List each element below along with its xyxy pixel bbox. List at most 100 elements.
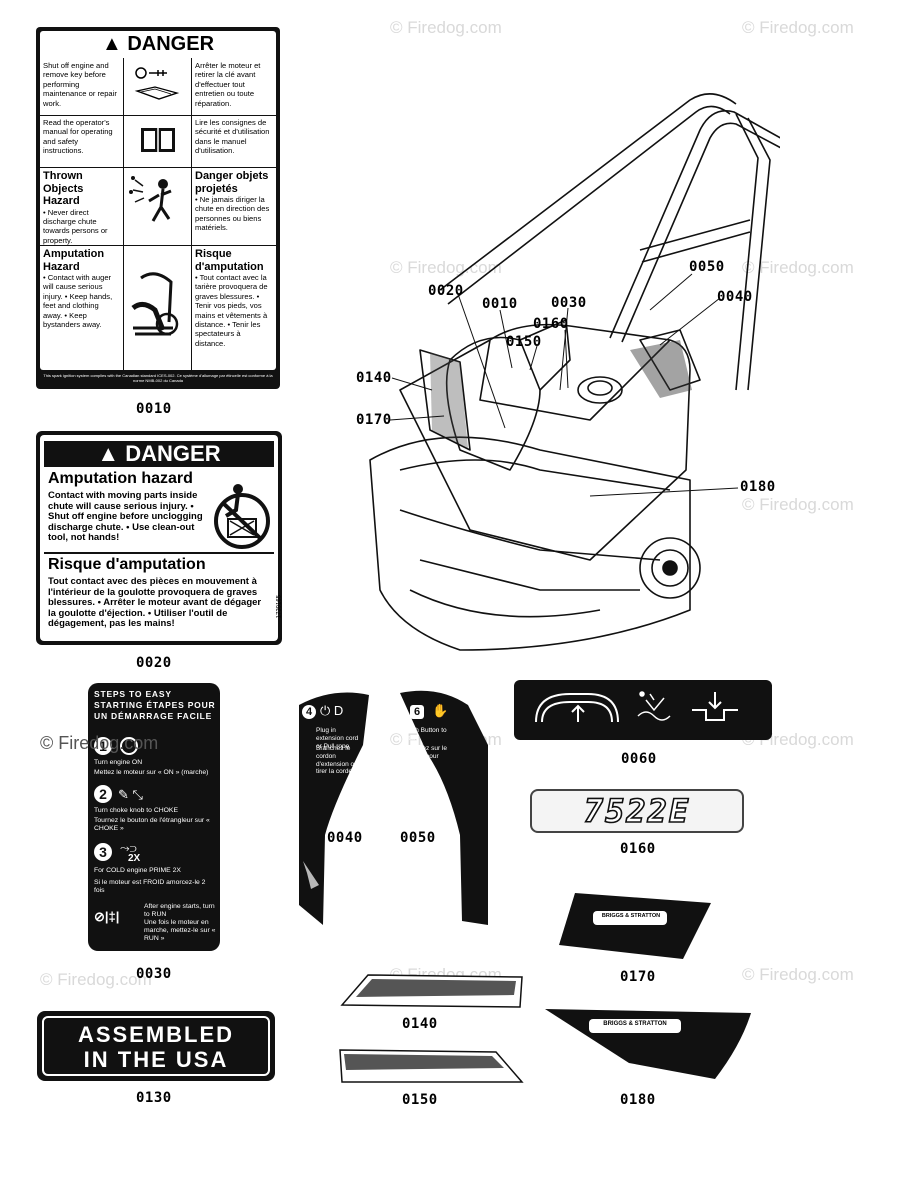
callout-0160: 0160 <box>620 841 656 857</box>
amputation-text-fr: Tout contact avec des pièces en mouvemen… <box>48 576 262 629</box>
callout-0170-assembly: 0170 <box>356 412 392 428</box>
text-fr: Lire les consignes de sécurité et d'util… <box>195 118 270 156</box>
callout-0040: 0040 <box>327 830 363 846</box>
danger-title: DANGER <box>127 33 215 55</box>
decal-0130-assembled-usa: ASSEMBLED IN THE USA <box>37 1011 275 1081</box>
step-3-text: For COLD engine PRIME 2X <box>94 867 181 874</box>
discharge-chute <box>445 336 541 471</box>
brand-logo: BRIGGS & STRATTON <box>601 913 661 919</box>
text-en: • Contact with auger will cause serious … <box>43 273 113 330</box>
assembled-text: ASSEMBLED <box>77 1022 235 1047</box>
decal-0170-shape <box>559 893 711 959</box>
callout-0010: 0010 <box>136 401 172 417</box>
handle-frame <box>609 110 780 339</box>
watermark: © Firedog.com <box>40 970 152 989</box>
step-3-icon: 3 <box>94 843 112 861</box>
step-3-text-fr: Si le moteur est FROID amorcez-le 2 fois <box>94 879 206 895</box>
step-6-icon: 6 <box>410 705 424 719</box>
amputation-heading-fr: Risque d'amputation <box>195 248 264 273</box>
choke-icon: ✎ ⤡ <box>118 787 143 802</box>
decal-0020-amputation-label: ▲ DANGER Amputation hazard Contact with … <box>36 431 282 645</box>
power-switch-icon <box>120 737 138 755</box>
step-1-icon: 1 <box>94 737 112 755</box>
text-en: Read the operator's manual for operating… <box>40 115 124 167</box>
callout-0150-assembly: 0150 <box>506 334 542 350</box>
decal-0040-shape <box>299 692 369 925</box>
text-fr: • Tout contact avec la tarière provoquer… <box>195 273 268 348</box>
step-6-text-fr: Appuyez sur le bouton pour démarrer <box>404 745 447 768</box>
step-5-text: After engine starts, turn to RUN <box>144 903 215 919</box>
model-number-text: 7522E <box>583 791 691 831</box>
step-2-text: Turn choke knob to CHOKE <box>94 807 178 814</box>
callout-0010-assembly: 0010 <box>482 296 518 312</box>
no-hands-chute-icon <box>208 479 270 556</box>
step-6-text: Push Button to Start <box>404 727 447 742</box>
decal-0050-shape <box>400 690 488 925</box>
danger-header: ▲ DANGER <box>40 31 276 58</box>
callout-0030: 0030 <box>136 966 172 982</box>
callout-0020: 0020 <box>136 655 172 671</box>
step-4-icon: 4 <box>302 705 316 719</box>
auger-icon <box>637 691 671 721</box>
drive-engage-icon <box>692 692 738 721</box>
step-1-text-fr: Mettez le moteur sur « ON » (marche) <box>94 769 209 776</box>
decal-0180-shape <box>545 1009 751 1079</box>
auger-hand-icon <box>124 245 192 370</box>
prime-count-badge: 2X <box>128 853 141 864</box>
thrown-objects-icon <box>124 167 192 245</box>
step-5-text-fr: Une fois le moteur en marche, mettez-le … <box>144 919 216 943</box>
amputation-heading-en: Amputation hazard <box>48 470 193 487</box>
watermark: © Firedog.com <box>742 495 854 514</box>
callout-0030-assembly: 0030 <box>551 295 587 311</box>
watermark: © Firedog.com <box>40 733 159 753</box>
primer-bulb-icon: ⤳⊃ <box>120 841 137 855</box>
callout-0140-assembly: 0140 <box>356 370 392 386</box>
step-4-text-fr: Branchez le cordon d'extension ou tirer … <box>316 745 358 776</box>
decal-0140-stripe <box>340 974 523 1008</box>
callout-0050: 0050 <box>400 830 436 846</box>
wheel <box>639 537 701 599</box>
plug-cord-icon: ⏻ D <box>320 703 344 718</box>
callout-0130: 0130 <box>136 1090 172 1106</box>
starting-steps-heading: STEPS TO EASY STARTING ÉTAPES POUR UN DÉ… <box>94 689 216 721</box>
decal-0150-stripe <box>339 1049 524 1083</box>
snow-thrower-illustration <box>369 93 780 651</box>
run-switch-icon: ⊘|‡| <box>94 909 120 924</box>
step-2-icon: 2 <box>94 785 112 803</box>
step-4-text: Plug in extension cord or Pull rope <box>316 727 359 750</box>
step-1-text: Turn engine ON <box>94 759 143 766</box>
decal-0010-danger-label: ▲ DANGER Shut off engine and remove key … <box>36 27 280 389</box>
chute-rotation-icon <box>535 693 619 723</box>
text-en: • Never direct discharge chute towards p… <box>43 207 108 245</box>
decal-0060-icons <box>514 680 772 740</box>
warning-triangle-icon: ▲ <box>97 441 126 466</box>
callout-0050-assembly: 0050 <box>689 259 725 275</box>
callout-0160-assembly: 0160 <box>533 316 569 332</box>
callout-0020-assembly: 0020 <box>428 283 464 299</box>
auger-housing <box>369 436 691 651</box>
callout-leaders <box>389 273 739 497</box>
callout-0140: 0140 <box>402 1016 438 1032</box>
callout-0060: 0060 <box>621 751 657 767</box>
text-fr: • Ne jamais diriger la chute en directio… <box>195 195 270 233</box>
thrown-objects-heading-fr: Danger objets projetés <box>195 170 269 195</box>
callout-0170: 0170 <box>620 969 656 985</box>
amputation-text-en: Contact with moving parts inside chute w… <box>48 490 203 543</box>
amputation-heading-en: Amputation Hazard <box>43 248 105 273</box>
in-the-usa-text: IN THE USA <box>83 1047 229 1072</box>
brand-logo: BRIGGS & STRATTON <box>603 1021 667 1027</box>
manual-book-icon <box>124 115 192 167</box>
fuel-cap <box>577 376 623 404</box>
callout-0150: 0150 <box>402 1092 438 1108</box>
push-button-icon: ✋ <box>432 703 449 718</box>
decal-0030-starting-steps: STEPS TO EASY STARTING ÉTAPES POUR UN DÉ… <box>88 683 220 951</box>
watermark: © Firedog.com <box>742 965 854 984</box>
compliance-footer: This spark ignition system complies with… <box>43 373 273 383</box>
watermark: © Firedog.com <box>742 18 854 37</box>
callout-0040-assembly: 0040 <box>717 289 753 305</box>
decal-0160-model-number: 7522E <box>530 789 744 833</box>
step-2-text-fr: Tournez le bouton de l'étrangleur sur « … <box>94 817 210 833</box>
warning-triangle-icon: ▲ <box>101 33 128 55</box>
watermark: © Firedog.com <box>390 18 502 37</box>
danger-title: DANGER <box>125 441 221 466</box>
